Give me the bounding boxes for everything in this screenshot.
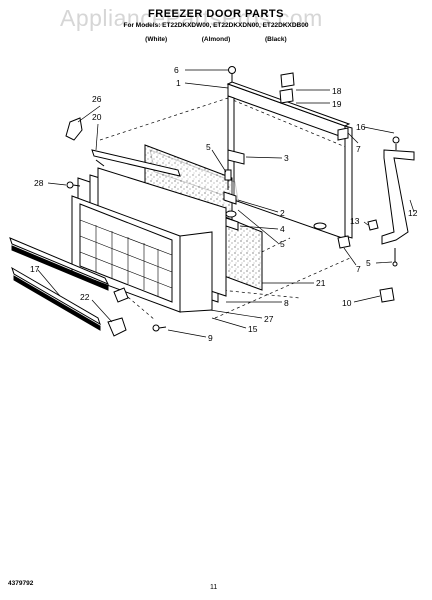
variant-black: (Black) bbox=[264, 36, 287, 43]
plug-part-13 bbox=[367, 219, 379, 231]
hinge-assembly-parts-2-3-4-5 bbox=[223, 149, 327, 231]
callout-12: 12 bbox=[408, 208, 418, 218]
callout-13: 13 bbox=[350, 216, 360, 226]
callout-5c: 5 bbox=[366, 258, 371, 268]
gasket-part-20 bbox=[91, 149, 181, 177]
callout-8: 8 bbox=[284, 298, 289, 308]
trim-piece-part-18 bbox=[280, 72, 295, 88]
callout-labels: 6 1 18 19 26 20 16 7 5 3 28 2 4 5 13 12 … bbox=[30, 65, 418, 343]
color-variants: (White) (Almond) (Black) bbox=[0, 36, 432, 43]
clip-part-26 bbox=[65, 117, 83, 141]
callout-7a: 7 bbox=[356, 144, 361, 154]
hinge-cover-part-10 bbox=[379, 287, 395, 303]
diagram-title: FREEZER DOOR PARTS bbox=[148, 8, 284, 20]
callout-28: 28 bbox=[34, 178, 44, 188]
bushing-part-7 bbox=[337, 127, 351, 249]
callout-17: 17 bbox=[30, 264, 40, 274]
variant-almond: (Almond) bbox=[201, 36, 231, 43]
end-cap-part-22 bbox=[107, 287, 129, 337]
callout-2: 2 bbox=[280, 208, 285, 218]
door-liner bbox=[71, 195, 213, 313]
screw-part-28 bbox=[66, 181, 81, 189]
callout-21: 21 bbox=[316, 278, 326, 288]
callout-9: 9 bbox=[208, 333, 213, 343]
model-list: For Models: ET22DKXDW00, ET22DKXDN00, ET… bbox=[123, 22, 309, 29]
callout-7b: 7 bbox=[356, 264, 361, 274]
callout-15: 15 bbox=[248, 324, 258, 334]
callout-5a: 5 bbox=[206, 142, 211, 152]
callout-18: 18 bbox=[332, 86, 342, 96]
hinge-bracket-part-12 bbox=[381, 136, 415, 245]
screw-part-9 bbox=[152, 324, 167, 332]
callout-16: 16 bbox=[356, 122, 366, 132]
callout-5b: 5 bbox=[280, 239, 285, 249]
callout-1: 1 bbox=[176, 78, 181, 88]
trim-piece-part-19 bbox=[279, 88, 294, 104]
callout-6: 6 bbox=[174, 65, 179, 75]
callout-leaders bbox=[37, 69, 415, 338]
door-rail-part-17 bbox=[9, 237, 110, 331]
document-part-number: 4379792 bbox=[8, 580, 34, 587]
screw-part-6 bbox=[228, 66, 236, 82]
variant-white: (White) bbox=[145, 36, 168, 43]
watermark: AppliancePartsPros.com bbox=[60, 5, 323, 31]
callout-4: 4 bbox=[280, 224, 285, 234]
callout-19: 19 bbox=[332, 99, 342, 109]
screw-part-5 bbox=[392, 248, 398, 267]
callout-20: 20 bbox=[92, 112, 102, 122]
callout-22: 22 bbox=[80, 292, 90, 302]
callout-26: 26 bbox=[92, 94, 102, 104]
callout-10: 10 bbox=[342, 298, 352, 308]
callout-3: 3 bbox=[284, 153, 289, 163]
callout-27: 27 bbox=[264, 314, 274, 324]
page-number: 11 bbox=[210, 584, 218, 591]
